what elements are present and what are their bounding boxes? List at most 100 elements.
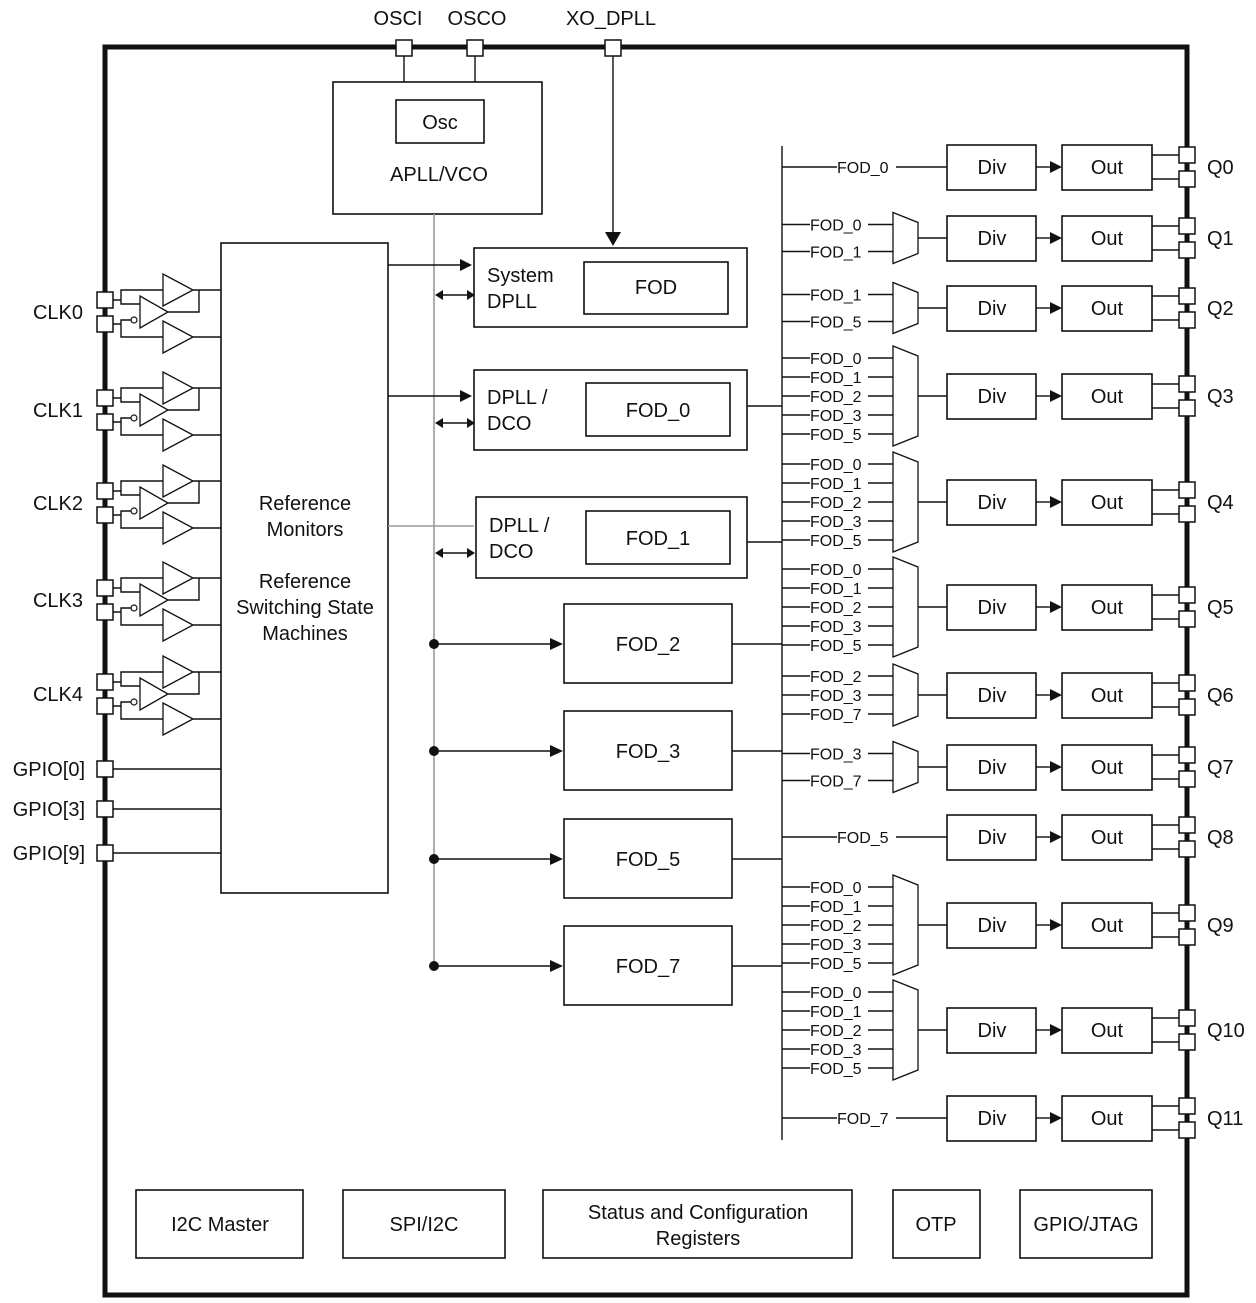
system-fod-block [583, 261, 729, 315]
q11-out-arrow [1050, 1112, 1062, 1124]
clk0-label: CLK0 [33, 302, 83, 324]
q2-label: Q2 [1207, 298, 1234, 320]
clk0-buffer-n [162, 319, 195, 355]
clk2-invert-bubble [130, 507, 138, 515]
clk1-wire-p [113, 387, 163, 403]
q10-out-label: Out [1091, 1020, 1124, 1042]
osc-label: Osc [422, 112, 458, 134]
dpll-dco-0-line2: DCO [487, 413, 531, 435]
gpio-3-pin [96, 800, 114, 818]
q9-out-arrow [1050, 919, 1062, 931]
q5-src-1: FOD_1 [810, 581, 862, 598]
clk3-buffer-diff [139, 582, 170, 618]
clk2-pin-n [96, 506, 114, 524]
clk0-pin-n [96, 315, 114, 333]
pin-osco [466, 39, 484, 57]
q5-mux [892, 556, 919, 658]
q6-out-block [1061, 672, 1153, 719]
q1-src-1: FOD_1 [810, 245, 862, 262]
q0-label: Q0 [1207, 157, 1234, 179]
fod-5-label: FOD_5 [616, 849, 680, 871]
q2-out-arrow [1050, 302, 1062, 314]
q4-src-3: FOD_3 [810, 514, 862, 531]
q9-div-label: Div [978, 915, 1007, 937]
ref-switch-line1: Reference [259, 571, 351, 593]
q7-src-1: FOD_7 [810, 774, 862, 791]
chip-outline [102, 44, 1190, 1298]
fod-3-block [563, 710, 733, 791]
input-section: CLK0CLK1CLK2CLK3CLK4GPIO[0]GPIO[3]GPIO[9… [13, 272, 221, 865]
q3-out-wires [1152, 383, 1179, 409]
clk3-pin-n [96, 603, 114, 621]
q6-pin-p [1178, 674, 1196, 692]
clk4-label: CLK4 [33, 684, 83, 706]
clk2-buffer-diff [139, 485, 170, 521]
q4-out-label: Out [1091, 492, 1124, 514]
clk3-invert-bubble [130, 604, 138, 612]
q6-pin-n [1178, 698, 1196, 716]
fod-3-input-arrow [550, 745, 563, 757]
clk2-buffer-n [162, 510, 195, 546]
system-dpll-line1: System [487, 265, 554, 287]
q9-src-1: FOD_1 [810, 899, 862, 916]
clk1-buffer-n [162, 417, 195, 453]
gpio-9-label: GPIO[9] [13, 843, 85, 865]
q11-out-wires [1152, 1105, 1179, 1131]
clk3-wire-p [113, 577, 163, 593]
q6-out-wires [1152, 682, 1179, 708]
i2c-master-label: I2C Master [171, 1214, 269, 1236]
q4-out-block [1061, 479, 1153, 526]
q11-div-label: Div [978, 1108, 1007, 1130]
q8-pin-n [1178, 840, 1196, 858]
clk2-label: CLK2 [33, 493, 83, 515]
q10-src-1: FOD_1 [810, 1004, 862, 1021]
q10-src-4: FOD_5 [810, 1061, 862, 1078]
pin-osci [395, 39, 413, 57]
clk4-wire-n [113, 701, 163, 720]
q11-pin-n [1178, 1121, 1196, 1139]
q0-out-wires [1152, 154, 1179, 180]
clk0-buffer-p [162, 272, 195, 308]
q6-src-0: FOD_2 [810, 669, 862, 686]
q7-div-block [946, 744, 1037, 791]
q0-out-block [1061, 144, 1153, 191]
q6-label: Q6 [1207, 685, 1234, 707]
q5-out-wires [1152, 594, 1179, 620]
q6-mux [892, 663, 919, 727]
clk4-buffer-n [162, 701, 195, 737]
status-config-line2: Registers [656, 1228, 740, 1250]
gpio-9-pin [96, 844, 114, 862]
q4-src-2: FOD_2 [810, 495, 862, 512]
gpio-jtag-label: GPIO/JTAG [1033, 1214, 1138, 1236]
fod-0-block [585, 382, 731, 437]
fod-7-input-arrow [550, 960, 563, 972]
fod-3-label: FOD_3 [616, 741, 680, 763]
clk0-wire-out [168, 289, 221, 338]
q3-src-3: FOD_3 [810, 408, 862, 425]
q10-label: Q10 [1207, 1020, 1245, 1042]
q9-src-4: FOD_5 [810, 956, 862, 973]
q7-label: Q7 [1207, 757, 1234, 779]
q2-mux [892, 281, 919, 335]
system-fod-label: FOD [635, 277, 677, 299]
q8-src-0: FOD_5 [837, 830, 889, 847]
clk3-wire-n [113, 607, 163, 626]
fod-7-label: FOD_7 [616, 956, 680, 978]
fod-2-input-arrow [550, 638, 563, 650]
q1-out-label: Out [1091, 228, 1124, 250]
q9-label: Q9 [1207, 915, 1234, 937]
q3-src-4: FOD_5 [810, 427, 862, 444]
q1-div-label: Div [978, 228, 1007, 250]
q4-label: Q4 [1207, 492, 1234, 514]
clk3-label: CLK3 [33, 590, 83, 612]
q11-pin-p [1178, 1097, 1196, 1115]
q2-pin-p [1178, 287, 1196, 305]
q1-label: Q1 [1207, 228, 1234, 250]
q2-out-label: Out [1091, 298, 1124, 320]
q10-out-arrow [1050, 1024, 1062, 1036]
q0-pin-n [1178, 170, 1196, 188]
fod-7-block [563, 925, 733, 1006]
clk1-invert-bubble [130, 414, 138, 422]
q7-pin-p [1178, 746, 1196, 764]
